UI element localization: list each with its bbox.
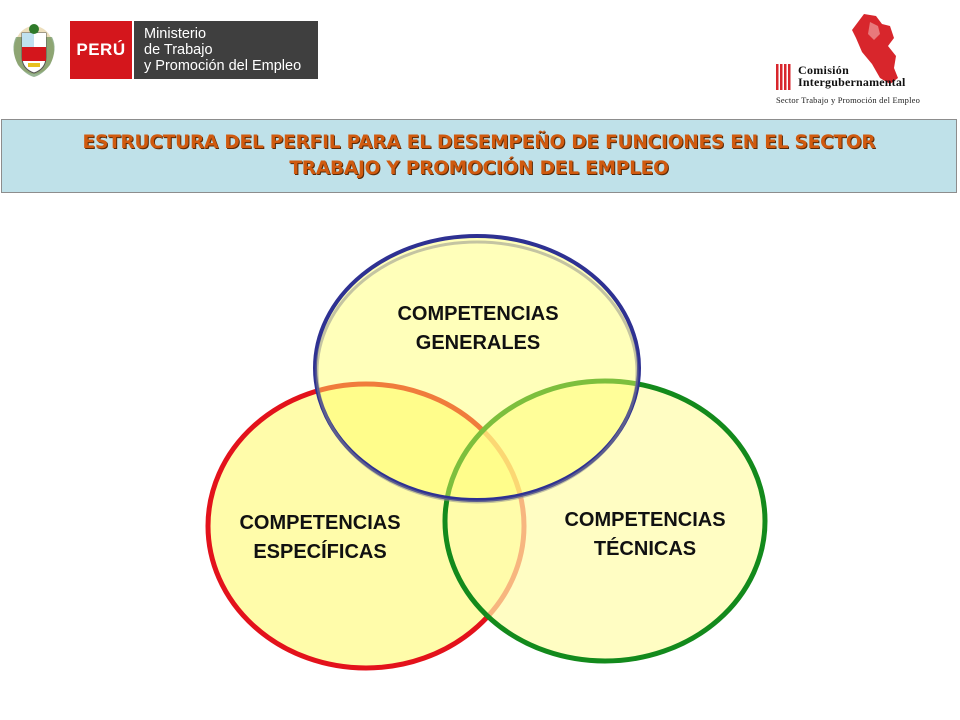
circle-tecnicas (442, 378, 768, 664)
label-tecnicas-line-2: TÉCNICAS (593, 538, 697, 560)
comision-line-2: Intergubernamental (798, 75, 906, 89)
peru-map-icon (852, 14, 898, 84)
government-logo: PERÚ Ministerio de Trabajo y Promoción d… (6, 18, 318, 82)
label-tecnicas-line-1: COMPETENCIAS (564, 509, 726, 531)
comision-name: Comisión Intergubernamental (798, 64, 906, 89)
title-line-1: ESTRUCTURA DEL PERFIL PARA EL DESEMPEÑO … (82, 132, 876, 153)
title-line-2: TRABAJO Y PROMOCIÓN DEL EMPLEO (289, 158, 669, 179)
label-especificas: COMPETENCIAS ESPECÍFICAS (180, 509, 460, 567)
comision-bars-icon (776, 64, 791, 90)
ministry-line-2: de Trabajo (144, 42, 213, 58)
comision-subtitle: Sector Trabajo y Promoción del Empleo (776, 95, 921, 105)
comision-logo: Comisión Intergubernamental Sector Traba… (772, 12, 948, 105)
peru-badge: PERÚ (70, 21, 132, 79)
title-banner: ESTRUCTURA DEL PERFIL PARA EL DESEMPEÑO … (1, 119, 957, 193)
ministry-line-3: y Promoción del Empleo (144, 58, 302, 74)
label-generales: COMPETENCIAS GENERALES (338, 300, 618, 358)
label-especificas-line-1: COMPETENCIAS (239, 512, 401, 534)
label-especificas-line-2: ESPECÍFICAS (253, 541, 387, 563)
label-generales-line-2: GENERALES (415, 332, 541, 354)
comision-line-1: Comisión (798, 63, 850, 77)
circle-generales (313, 234, 641, 502)
ministry-line-1: Ministerio (144, 26, 207, 42)
label-tecnicas: COMPETENCIAS TÉCNICAS (505, 506, 785, 564)
circle-generales-shadow (315, 240, 639, 504)
peru-label: PERÚ (76, 40, 126, 59)
label-generales-line-1: COMPETENCIAS (397, 303, 559, 325)
coat-of-arms-icon (13, 24, 55, 77)
ministry-badge: Ministerio de Trabajo y Promoción del Em… (132, 21, 318, 79)
